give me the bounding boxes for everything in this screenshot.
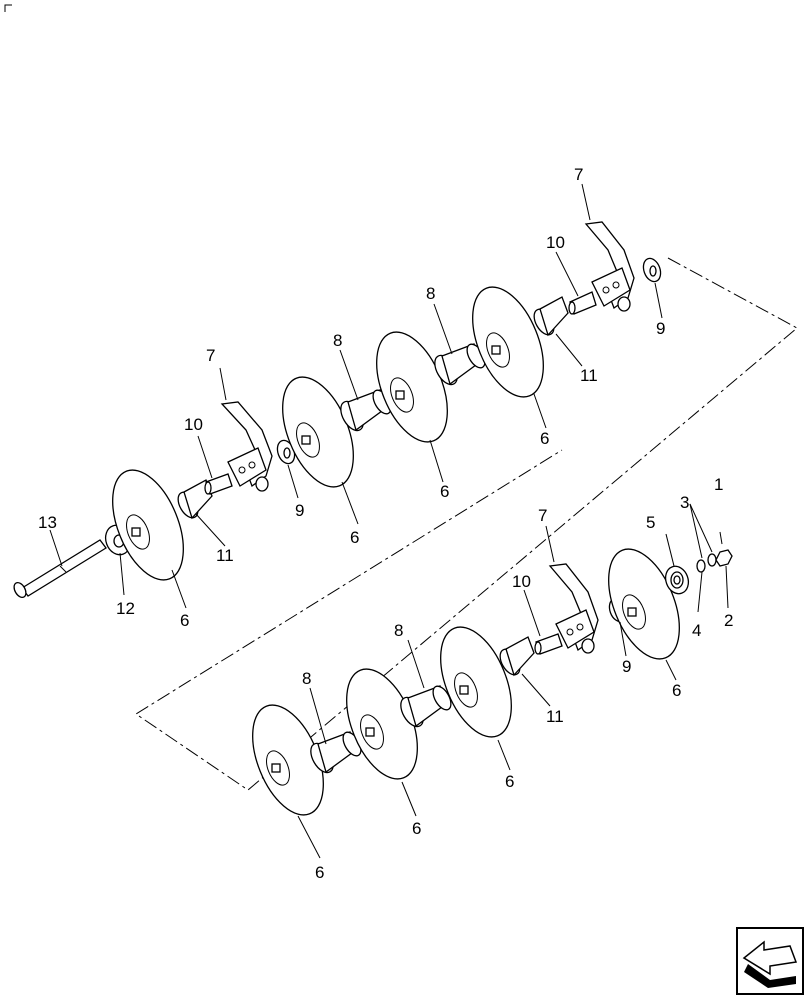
callout-5: 5 xyxy=(646,513,655,532)
callout-7: 7 xyxy=(206,346,215,365)
pin-part-10 xyxy=(568,291,597,315)
callout-9: 9 xyxy=(656,319,665,338)
corner-mark-icon xyxy=(4,4,12,12)
disc-part-6 xyxy=(440,626,512,738)
callout-2: 2 xyxy=(724,611,733,630)
callout-7: 7 xyxy=(538,506,547,525)
arm-part-7 xyxy=(584,221,635,312)
pin-part-10 xyxy=(534,633,563,655)
callout-8: 8 xyxy=(302,669,311,688)
callout-10: 10 xyxy=(546,233,565,252)
callout-9: 9 xyxy=(295,501,304,520)
callout-6: 6 xyxy=(505,772,514,791)
hardware-stack xyxy=(696,531,733,573)
disc-part-6 xyxy=(608,548,680,660)
callout-11: 11 xyxy=(546,707,564,726)
disc-part-6 xyxy=(472,286,544,398)
callout-6: 6 xyxy=(440,482,449,501)
callout-6: 6 xyxy=(315,863,324,882)
callout-6: 6 xyxy=(412,819,421,838)
callout-11: 11 xyxy=(216,546,234,565)
disc-part-6 xyxy=(112,469,184,581)
lock-washer-part-3 xyxy=(707,553,717,567)
callout-13: 13 xyxy=(38,513,57,532)
callout-6: 6 xyxy=(540,429,549,448)
callout-4: 4 xyxy=(692,621,701,640)
callout-9: 9 xyxy=(622,657,631,676)
callout-labels: 13 12 6 11 10 7 9 6 8 6 8 6 11 10 7 9 7 … xyxy=(38,165,733,882)
callout-12: 12 xyxy=(116,599,135,618)
cotter-pin-part-1 xyxy=(719,531,723,545)
callout-3: 3 xyxy=(680,493,689,512)
arm-part-7 xyxy=(548,563,599,654)
callout-7: 7 xyxy=(574,165,583,184)
leader-lines xyxy=(49,183,729,859)
callout-6: 6 xyxy=(350,528,359,547)
spool-part-11 xyxy=(499,636,535,677)
disc-part-6 xyxy=(282,376,354,488)
washer-part-9 xyxy=(642,257,662,283)
bearing-part-5 xyxy=(664,565,690,595)
callout-1: 1 xyxy=(714,475,723,494)
callout-6: 6 xyxy=(180,611,189,630)
spool-part-11 xyxy=(533,296,569,337)
disc-part-6 xyxy=(376,331,448,443)
washer-part-4 xyxy=(696,559,706,573)
spacer-part-8 xyxy=(310,731,362,774)
pin-part-10 xyxy=(204,473,233,495)
callout-8: 8 xyxy=(426,284,435,303)
callout-10: 10 xyxy=(184,415,203,434)
callout-8: 8 xyxy=(394,621,403,640)
callout-8: 8 xyxy=(333,331,342,350)
arm-part-7 xyxy=(220,401,273,492)
bolt-part-13 xyxy=(13,539,107,599)
nut-part-2 xyxy=(715,549,733,567)
spacer-part-8 xyxy=(400,685,452,728)
callout-10: 10 xyxy=(512,572,531,591)
return-arrow-icon[interactable] xyxy=(736,927,804,995)
callout-11: 11 xyxy=(580,366,598,385)
callout-6: 6 xyxy=(672,681,681,700)
washer-part-9 xyxy=(276,439,296,465)
